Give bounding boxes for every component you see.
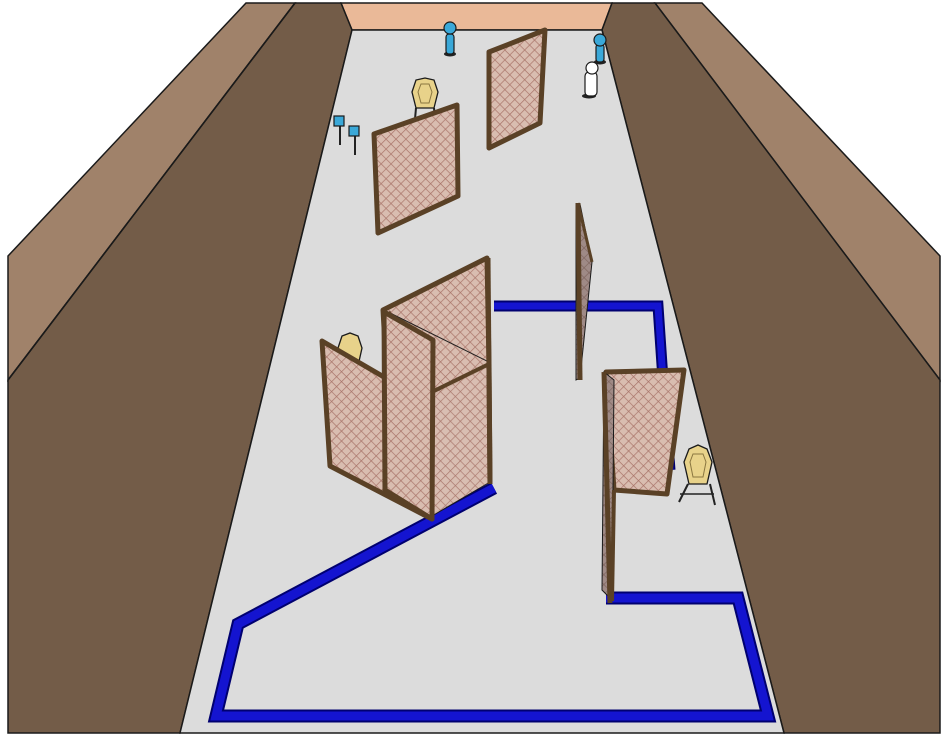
paper-target <box>678 444 716 506</box>
mesh-wall <box>575 202 594 381</box>
mesh-wall <box>601 367 687 604</box>
popper <box>443 21 457 57</box>
plate <box>333 115 345 145</box>
plate <box>348 125 360 155</box>
mesh-wall <box>486 27 548 151</box>
popper <box>593 33 607 65</box>
mesh-wall <box>381 257 493 522</box>
no-shoot-target <box>582 61 599 99</box>
back-berm <box>339 2 614 31</box>
mesh-wall <box>371 102 461 236</box>
